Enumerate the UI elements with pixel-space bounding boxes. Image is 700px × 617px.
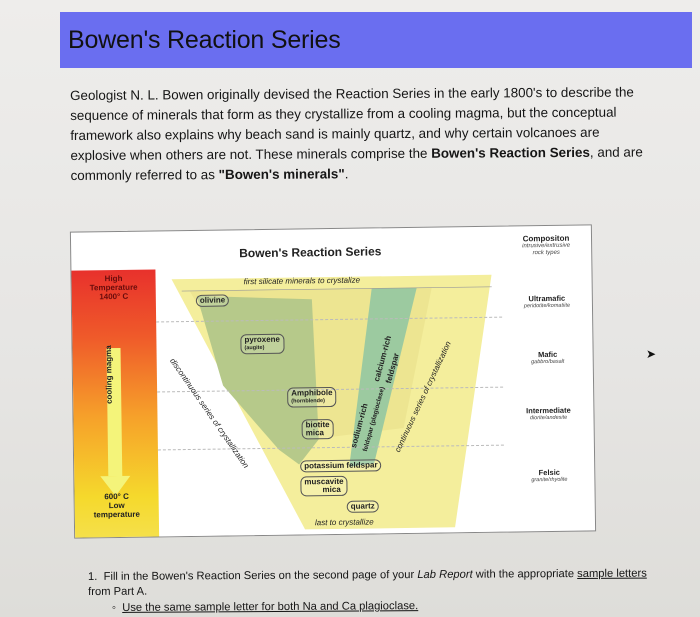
cooling-magma-label: cooling magma xyxy=(103,345,114,405)
augite-label: (augite) xyxy=(244,344,265,352)
biotite-mica-label: mica xyxy=(305,428,325,438)
pyroxene-box: pyroxene (augite) xyxy=(240,333,285,355)
hornblende-label: (hornblende) xyxy=(291,398,325,405)
bold-term-minerals: "Bowen's minerals" xyxy=(218,166,345,183)
intermediate-block: Intermediate diorite/andesite xyxy=(503,405,593,422)
green-continuous-region xyxy=(349,287,417,467)
composition-header: Compositon intrusive/extrusive rock type… xyxy=(501,233,591,257)
intro-text-end: . xyxy=(344,166,349,182)
felsic-rocks: granite/rhyolite xyxy=(531,476,568,484)
biotite-box: biotite mica xyxy=(301,418,334,440)
muscovite-mica-label: mica xyxy=(322,484,341,495)
ultramafic-rocks: peridotite/komatiite xyxy=(523,302,571,310)
question-text-1: Fill in the Bowen's Reaction Series on t… xyxy=(103,568,418,583)
first-minerals-label: first silicate minerals to crystalize xyxy=(243,275,361,287)
intermediate-rocks: diorite/andesite xyxy=(529,414,568,422)
composition-sub2: rock types xyxy=(532,249,560,257)
question-1: 1. Fill in the Bowen's Reaction Series o… xyxy=(88,567,648,600)
mafic-rocks: gabbro/basalt xyxy=(531,358,565,366)
mafic-block: Mafic gabbro/basalt xyxy=(503,349,593,365)
composition-column: Ultramafic peridotite/komatiite Mafic ga… xyxy=(501,263,595,531)
temperature-column: High Temperature 1400° C cooling magma 6… xyxy=(71,269,160,538)
low-temp-3: temperature xyxy=(93,509,141,520)
quartz-label: quartz xyxy=(346,500,379,513)
question-text-3: from Part A. xyxy=(88,585,148,598)
felsic-block: Felsic granite/rhyolite xyxy=(504,467,594,483)
ultramafic-block: Ultramafic peridotite/komatiite xyxy=(502,293,592,310)
bowens-diagram: Bowen's Reaction Series Compositon intru… xyxy=(69,224,597,539)
diagram-shapes xyxy=(155,264,506,537)
question-number: 1. xyxy=(88,570,98,583)
last-minerals-label: last to crystallize xyxy=(314,517,374,528)
muscovite-box: muscavite mica xyxy=(300,475,348,497)
title-band xyxy=(60,12,692,68)
bullet-text: Use the same sample letter for both Na a… xyxy=(122,600,419,614)
lab-report-term: Lab Report xyxy=(417,568,473,581)
page-title: Bowen's Reaction Series xyxy=(68,26,341,54)
diagram-title: Bowen's Reaction Series xyxy=(239,244,382,261)
olivine-label: olivine xyxy=(195,294,230,307)
sample-letters-term: sample letters xyxy=(577,567,647,581)
question-text-2: with the appropriate xyxy=(472,568,578,581)
high-temp-3: 1400° C xyxy=(99,291,129,302)
pyroxene-label: pyroxene xyxy=(244,334,281,345)
mouse-cursor-icon: ➤ xyxy=(646,347,657,361)
question-1-bullet: ◦ Use the same sample letter for both Na… xyxy=(112,600,419,614)
green-discontinuous-region xyxy=(196,295,319,465)
amphibole-box: Amphibole (hornblende) xyxy=(287,386,337,408)
bold-term-series: Bowen's Reaction Series xyxy=(431,144,590,161)
intro-paragraph: Geologist N. L. Bowen originally devised… xyxy=(70,82,651,186)
potassium-feldspar-label: potassium feldspar xyxy=(300,459,382,473)
